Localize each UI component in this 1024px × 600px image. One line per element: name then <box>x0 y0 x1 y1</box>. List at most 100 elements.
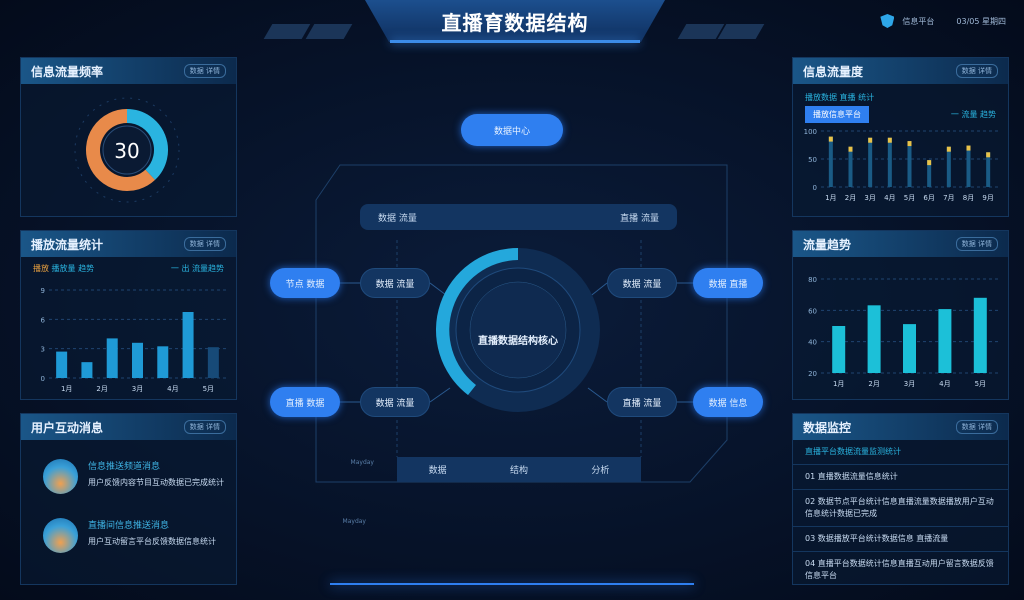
bar <box>867 305 881 373</box>
panel-title: 播放流量统计 <box>31 237 104 252</box>
bottom-label: 数据 <box>428 466 447 476</box>
monitor-row[interactable]: 01 直播数据流量信息统计 <box>793 465 1008 490</box>
bar-cap <box>828 136 833 142</box>
bar <box>56 351 68 378</box>
bar-cap <box>986 152 991 158</box>
legend-c: 一 出 流量趋势 <box>170 264 224 273</box>
monitor-row[interactable]: 02 数据节点平台统计信息直播流量数据播放用户互动信息统计数据已完成 <box>793 490 1008 527</box>
y-tick-label: 9 <box>41 287 45 295</box>
donut-chart: 30 <box>74 97 180 203</box>
x-tick-label: 6月 <box>923 194 934 202</box>
x-tick-label: 1月 <box>833 380 844 388</box>
panel-title: 用户互动消息 <box>31 420 104 435</box>
y-tick-label: 80 <box>808 276 817 284</box>
y-tick-label: 100 <box>804 128 817 136</box>
monitor-header: 直播平台数据流量监测统计 <box>793 440 1008 465</box>
bar-cap <box>848 146 853 152</box>
bar <box>132 342 143 378</box>
y-tick-label: 50 <box>808 156 817 164</box>
node-label: 数据 流量 <box>375 398 415 409</box>
bar <box>903 324 916 373</box>
page-title: 直播育数据结构 <box>441 10 589 35</box>
trend-note: 一 流量 趋势 <box>950 110 996 119</box>
x-tick-label: 5月 <box>203 385 214 393</box>
bar <box>182 312 194 378</box>
y-tick-label: 60 <box>808 307 817 315</box>
bar-cap <box>907 141 912 147</box>
y-tick-label: 3 <box>41 346 45 354</box>
bar-cap <box>946 146 951 152</box>
bottom-glow <box>330 583 694 585</box>
bar <box>832 326 846 373</box>
bar-cap <box>966 145 971 151</box>
bar <box>81 362 93 378</box>
node-right-outer-2[interactable]: 数据 信息 <box>693 387 763 417</box>
bar-left-label: 数据 流量 <box>378 213 417 224</box>
details-button[interactable]: 数据 详情 <box>955 237 998 251</box>
details-button[interactable]: 数据 详情 <box>183 64 226 78</box>
details-button[interactable]: 数据 详情 <box>183 237 226 251</box>
bar <box>946 146 951 187</box>
details-button[interactable]: 数据 详情 <box>955 420 998 434</box>
x-tick-label: 4月 <box>167 385 178 393</box>
x-tick-label: 5月 <box>904 194 915 202</box>
bar-cap <box>868 137 873 143</box>
monitor-row[interactable]: 04 直播平台数据统计信息直播互动用户留言数据反馈信息平台 <box>805 559 994 580</box>
panel-title: 信息流量度 <box>803 64 864 79</box>
donut-center <box>102 125 152 175</box>
node-label: 数据 信息 <box>708 398 748 409</box>
bar <box>868 137 873 187</box>
message-time: Mayday <box>342 518 366 525</box>
date-text: 03/05 星期四 <box>956 16 1006 26</box>
y-tick-label: 40 <box>808 339 817 347</box>
node-label: 节点 数据 <box>285 279 325 290</box>
bar <box>973 297 987 373</box>
subtitle: 播放数据 直播 统计 <box>805 93 875 102</box>
bar-right-label: 直播 流量 <box>620 213 659 224</box>
donut-value: 30 <box>114 139 139 163</box>
node-left-outer-2[interactable]: 直播 数据 <box>270 387 340 417</box>
x-tick-label: 3月 <box>904 380 915 388</box>
node-right-inner-1[interactable]: 数据 流量 <box>607 268 677 298</box>
node-label: 数据 流量 <box>375 279 415 290</box>
center-top-bar: 数据 流量 直播 流量 <box>360 204 677 230</box>
node-right-outer-1[interactable]: 数据 直播 <box>693 268 763 298</box>
title-banner: 直播育数据结构 <box>365 0 665 42</box>
core-progress-arc <box>435 248 518 395</box>
bar-cap <box>887 137 892 143</box>
x-tick-label: 8月 <box>963 194 974 202</box>
node-right-inner-2[interactable]: 直播 流量 <box>607 387 677 417</box>
node-left-inner-2[interactable]: 数据 流量 <box>360 387 430 417</box>
details-button[interactable]: 数据 详情 <box>955 64 998 78</box>
x-tick-label: 7月 <box>943 194 954 202</box>
bar <box>106 338 118 378</box>
message-item[interactable]: 直播间信息推送消息 Mayday 用户互动留言平台反馈数据信息统计 <box>43 518 366 553</box>
x-tick-label: 4月 <box>884 194 895 202</box>
message-text: 用户反馈内容节目互动数据已完成统计 <box>88 478 224 487</box>
node-label: 数据 流量 <box>622 279 662 290</box>
node-left-inner-1[interactable]: 数据 流量 <box>360 268 430 298</box>
top-right-info: 信息平台 03/05 星期四 <box>880 14 1006 28</box>
panel-title: 信息流量频率 <box>31 64 104 79</box>
node-left-outer-1[interactable]: 节点 数据 <box>270 268 340 298</box>
platform-button[interactable]: 播放信息平台 <box>805 106 869 123</box>
y-tick-label: 6 <box>41 316 46 324</box>
x-tick-label: 1月 <box>61 385 72 393</box>
monitor-row[interactable]: 03 数据播放平台统计数据信息 直播流量 <box>793 527 1008 552</box>
donut-slice <box>126 109 168 180</box>
core-label: 直播数据结构核心 <box>478 334 558 347</box>
top-pill-button[interactable]: 数据中心 <box>461 114 563 146</box>
message-name: 直播间信息推送消息 <box>88 521 170 531</box>
bar <box>927 160 932 187</box>
x-tick-label: 2月 <box>845 194 856 202</box>
message-text: 用户互动留言平台反馈数据信息统计 <box>88 537 216 546</box>
avatar <box>43 518 78 553</box>
platform-label: 信息平台 <box>902 16 935 26</box>
y-tick-label: 20 <box>808 370 817 378</box>
details-button[interactable]: 数据 详情 <box>183 420 226 434</box>
node-label: 数据 直播 <box>708 279 748 290</box>
